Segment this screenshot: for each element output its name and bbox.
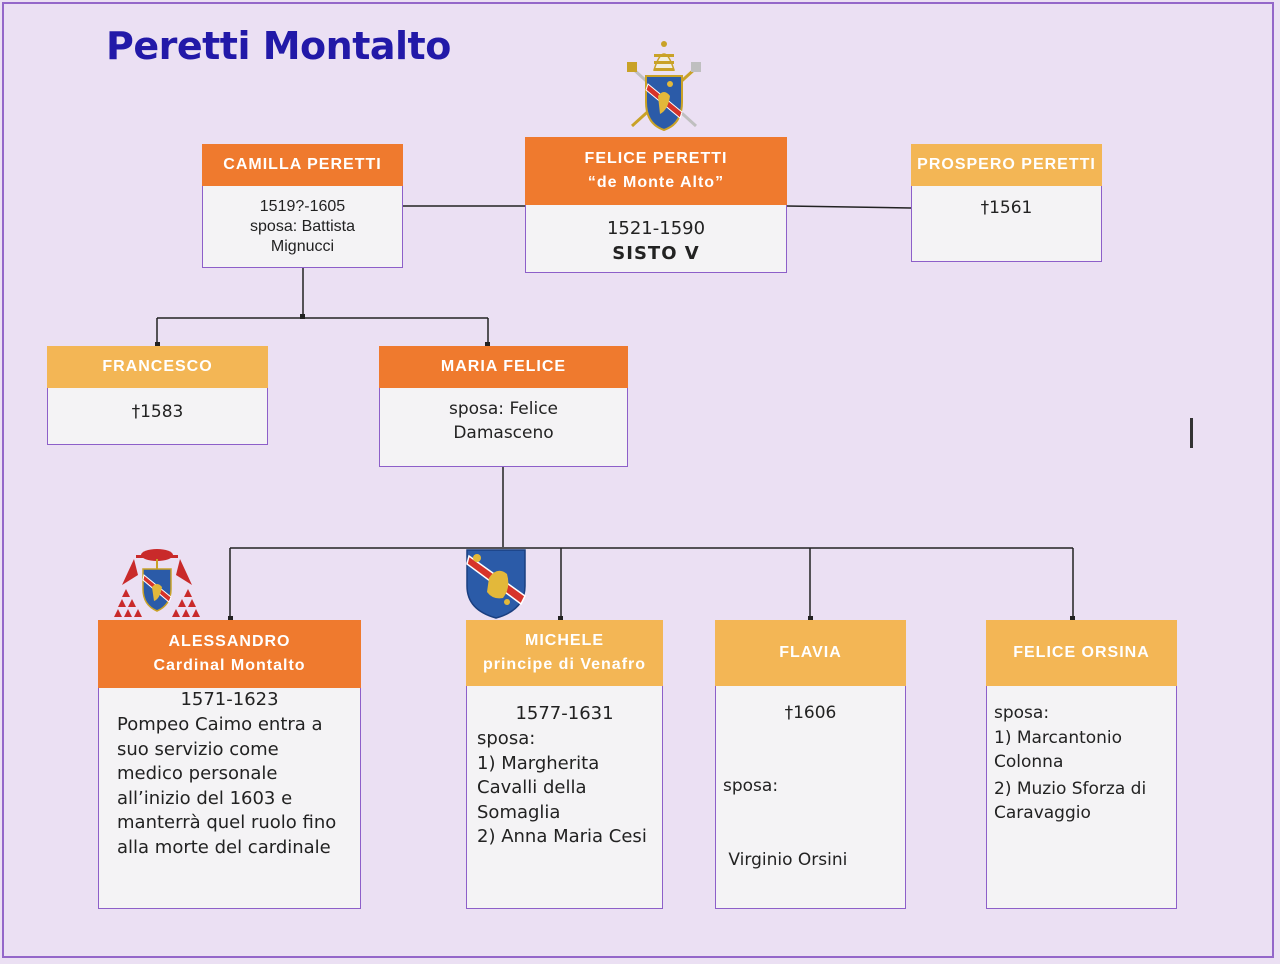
detail-line: sposa: <box>994 703 1050 723</box>
person-dates-row: †1606 <box>716 701 905 725</box>
card-details: sposa: Virginio Orsini <box>723 725 905 921</box>
person-dates: 1577-1631 <box>515 703 614 724</box>
person-name: FRANCESCO <box>102 358 213 375</box>
detail-line: †1561 <box>980 198 1033 218</box>
card-details: 1519?-1605 sposa: Battista Mignucci <box>203 197 402 257</box>
person-name: FELICE ORSINA <box>1013 644 1150 661</box>
detail-line: 1519?-1605 <box>259 198 346 215</box>
person-subtitle: Cardinal Montalto <box>153 657 306 674</box>
detail-line: 2) Anna Maria Cesi <box>477 826 647 848</box>
card-header: ALESSANDRO Cardinal Montalto <box>98 620 361 688</box>
junction-dot <box>155 342 160 347</box>
detail-line: Pompeo Caimo entra a <box>117 714 323 735</box>
card-flavia: FLAVIA †1606 sposa: Virginio Orsini <box>715 620 906 909</box>
card-header: MICHELE principe di Venafro <box>466 620 663 686</box>
card-details: sposa: 1) Marcantonio Colonna 2) Muzio S… <box>994 701 1176 826</box>
person-name: MICHELE <box>525 632 604 649</box>
junction-dot <box>808 616 813 621</box>
cardinal-coat-of-arms-icon <box>114 549 200 617</box>
papal-name: SISTO V <box>612 243 700 264</box>
person-name: CAMILLA PERETTI <box>223 156 382 173</box>
person-name: ALESSANDRO <box>168 633 291 650</box>
detail-line: Cavalli della <box>477 777 587 799</box>
person-dates: †1606 <box>784 703 837 723</box>
card-details: †1583 <box>48 401 267 423</box>
junction-dot <box>485 342 490 347</box>
papal-coat-of-arms-icon <box>627 41 701 132</box>
detail-line: sposa: <box>723 776 779 796</box>
detail-line: 1) Marcantonio <box>994 727 1123 748</box>
detail-line: sposa: <box>477 728 536 749</box>
detail-line: all’inizio del 1603 e <box>117 787 293 809</box>
card-prospero-peretti: PROSPERO PERETTI †1561 <box>911 144 1102 262</box>
card-header: PROSPERO PERETTI <box>911 144 1102 186</box>
person-dates: 1521-1590 <box>606 218 706 239</box>
person-dates-row: 1577-1631 <box>467 702 662 726</box>
detail-line: Damasceno <box>453 423 554 443</box>
card-felice-peretti: FELICE PERETTI “de Monte Alto” 1521-1590… <box>525 137 787 273</box>
sibling-connector-right <box>786 205 912 209</box>
junction-dot <box>228 616 233 621</box>
detail-line: 2) Muzio Sforza di <box>994 778 1147 799</box>
junction-dot <box>558 616 563 621</box>
person-dates: 1571-1623 <box>180 689 279 710</box>
detail-line: Mignucci <box>270 238 335 255</box>
detail-line: Caravaggio <box>994 803 1091 824</box>
family-coat-of-arms-icon <box>466 549 526 619</box>
detail-line: Somaglia <box>477 801 561 823</box>
junction-dot <box>300 314 305 319</box>
card-header: FELICE ORSINA <box>986 620 1177 686</box>
person-subtitle: “de Monte Alto” <box>587 174 725 191</box>
card-header: CAMILLA PERETTI <box>202 144 403 186</box>
card-header: MARIA FELICE <box>379 346 628 388</box>
card-details: sposa: Felice Damasceno <box>380 397 627 445</box>
detail-line: Colonna <box>994 752 1064 773</box>
detail-line: Virginio Orsini <box>723 849 848 870</box>
card-michele: MICHELE principe di Venafro 1577-1631 sp… <box>466 620 663 909</box>
detail-line: sposa: Felice <box>448 399 558 419</box>
stray-cursor-mark <box>1190 418 1193 448</box>
card-felice-orsina: FELICE ORSINA sposa: 1) Marcantonio Colo… <box>986 620 1177 909</box>
card-maria-felice: MARIA FELICE sposa: Felice Damasceno <box>379 346 628 467</box>
card-header: FELICE PERETTI “de Monte Alto” <box>525 137 787 205</box>
detail-line: sposa: Battista <box>250 218 355 235</box>
person-name: PROSPERO PERETTI <box>917 156 1096 173</box>
card-details: 1521-1590 SISTO V <box>526 216 786 266</box>
junction-dot <box>1070 616 1075 621</box>
card-details: †1561 <box>912 197 1101 219</box>
detail-line: 1) Margherita <box>477 752 600 774</box>
person-subtitle: principe di Venafro <box>482 656 647 673</box>
detail-line: alla morte del cardinale <box>117 836 331 858</box>
card-francesco: FRANCESCO †1583 <box>47 346 268 445</box>
card-header: FRANCESCO <box>47 346 268 388</box>
detail-line: medico personale <box>117 763 278 785</box>
detail-line: suo servizio come <box>117 738 279 760</box>
person-name: MARIA FELICE <box>440 358 567 375</box>
detail-line: †1583 <box>131 402 184 422</box>
card-camilla-peretti: CAMILLA PERETTI 1519?-1605 sposa: Battis… <box>202 144 403 268</box>
card-alessandro: ALESSANDRO Cardinal Montalto 1571-1623 P… <box>98 620 361 909</box>
detail-line: manterrà quel ruolo fino <box>117 812 337 834</box>
page-title: Peretti Montalto <box>106 24 451 68</box>
card-details: sposa: 1) Margherita Cavalli della Somag… <box>477 727 662 850</box>
card-details: Pompeo Caimo entra a suo servizio come m… <box>117 713 360 861</box>
person-name: FLAVIA <box>779 644 842 661</box>
person-name: FELICE PERETTI <box>584 150 728 167</box>
card-header: FLAVIA <box>715 620 906 686</box>
person-dates-row: 1571-1623 <box>99 688 360 712</box>
